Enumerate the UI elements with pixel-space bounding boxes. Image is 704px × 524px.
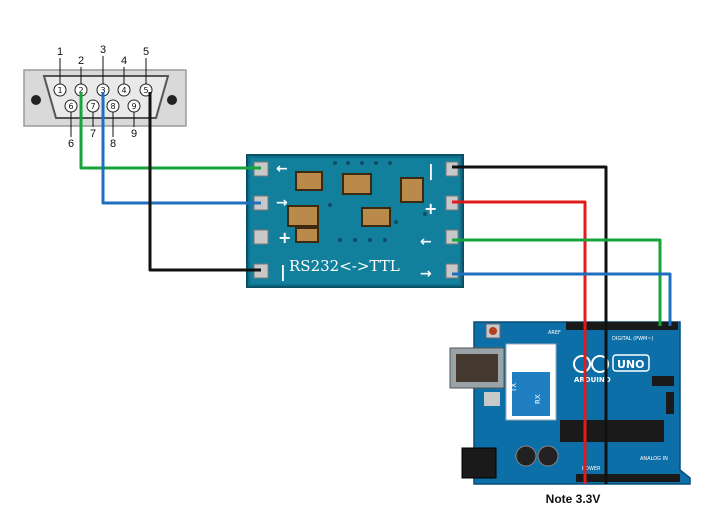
smd-capacitor-4 (287, 205, 319, 227)
db9-bottom-label: 6 (68, 138, 74, 150)
arduino-logo-text: ARDUINO (574, 376, 611, 384)
db9-pin-number: 9 (131, 102, 136, 111)
wire-red-module-to-3v3 (452, 200, 587, 484)
module-left-mark-1: ← (276, 161, 288, 177)
smd-capacitor-3 (400, 177, 424, 203)
wires (79, 92, 672, 484)
module-right-mark-1: | (428, 161, 434, 181)
uno-badge (612, 354, 650, 372)
db9-pin-number: 1 (57, 86, 62, 95)
smd-component-1 (484, 392, 500, 406)
module-pin-right-1 (445, 161, 459, 177)
arduino-logo-left-icon (573, 355, 591, 373)
reset-button-cap (489, 327, 497, 335)
digital-header (566, 322, 678, 330)
module-right-mark-2: + (424, 199, 437, 218)
arduino-uno-board: DIGITAL (PWM~) AREF TX RX ARDUINO UNO PO… (449, 321, 691, 485)
module-label: RS232<->TTL (289, 257, 400, 275)
module-pin-left-3 (253, 229, 269, 245)
icsp-header (652, 376, 674, 386)
icsp-header-2 (666, 392, 674, 414)
smd-capacitor-1 (295, 171, 323, 191)
aref-label: AREF (548, 330, 561, 336)
db9-pin-number: 6 (68, 102, 73, 111)
module-left-mark-4: | (280, 262, 286, 282)
db9-top-label: 2 (78, 55, 84, 67)
db9-pin-number: 5 (143, 86, 148, 95)
analog-label: ANALOG IN (640, 456, 668, 462)
db9-pin-number: 8 (110, 102, 115, 111)
power-analog-header (576, 474, 680, 482)
arduino-logo-right-icon (591, 355, 609, 373)
module-right-mark-4: → (420, 266, 432, 282)
usb-port (456, 354, 498, 382)
db9-bottom-label: 7 (90, 128, 96, 140)
tx-label: TX (510, 383, 518, 393)
db9-screw-right (167, 95, 177, 105)
db9-pin-number: 3 (100, 86, 105, 95)
atmega-chip (560, 420, 664, 442)
db9-top-label: 3 (100, 44, 106, 56)
module-pin-right-3 (445, 229, 459, 245)
db9-top-label: 5 (143, 46, 149, 58)
smd-capacitor-2 (342, 173, 372, 195)
power-label: POWER (582, 466, 601, 472)
capacitor-1 (515, 445, 537, 467)
module-pin-right-4 (445, 263, 459, 279)
db9-top-label: 4 (121, 55, 127, 67)
wire-blue-db9-to-module (101, 92, 261, 205)
note-3v3: Note 3.3V (545, 492, 601, 506)
wire-green-db9-to-module (79, 92, 261, 170)
smd-capacitor-5 (361, 207, 391, 227)
db9-bottom-label: 9 (131, 128, 137, 140)
capacitor-2 (537, 445, 559, 467)
db9-pin-number: 2 (78, 86, 83, 95)
smd-capacitor-6 (295, 227, 319, 243)
rs232-ttl-module: ← → + | | + ← → RS232<->TTL (246, 154, 464, 288)
module-vias (328, 161, 427, 242)
db9-top-label: 1 (57, 46, 63, 58)
wire-black-module-to-gnd (452, 165, 608, 484)
power-jack (461, 447, 497, 479)
db9-connector: 1 2 3 4 5 6 7 8 9 1 2 3 4 5 6 7 8 9 (23, 44, 187, 150)
module-right-mark-3: ← (420, 234, 432, 250)
module-left-mark-3: + (278, 228, 291, 247)
wire-black-db9-to-module (148, 92, 261, 272)
db9-pin-number: 4 (121, 86, 126, 95)
model-label: UNO (617, 358, 645, 371)
db9-bottom-label: 8 (110, 138, 116, 150)
module-left-mark-2: → (276, 195, 288, 211)
tx-rx-panel (512, 372, 550, 416)
wire-green-module-to-rx (452, 238, 662, 326)
wire-blue-module-to-tx (452, 272, 672, 326)
db9-pin-number: 7 (90, 102, 95, 111)
digital-label: DIGITAL (PWM~) (612, 336, 654, 342)
db9-screw-left (31, 95, 41, 105)
rx-label: RX (534, 394, 542, 404)
